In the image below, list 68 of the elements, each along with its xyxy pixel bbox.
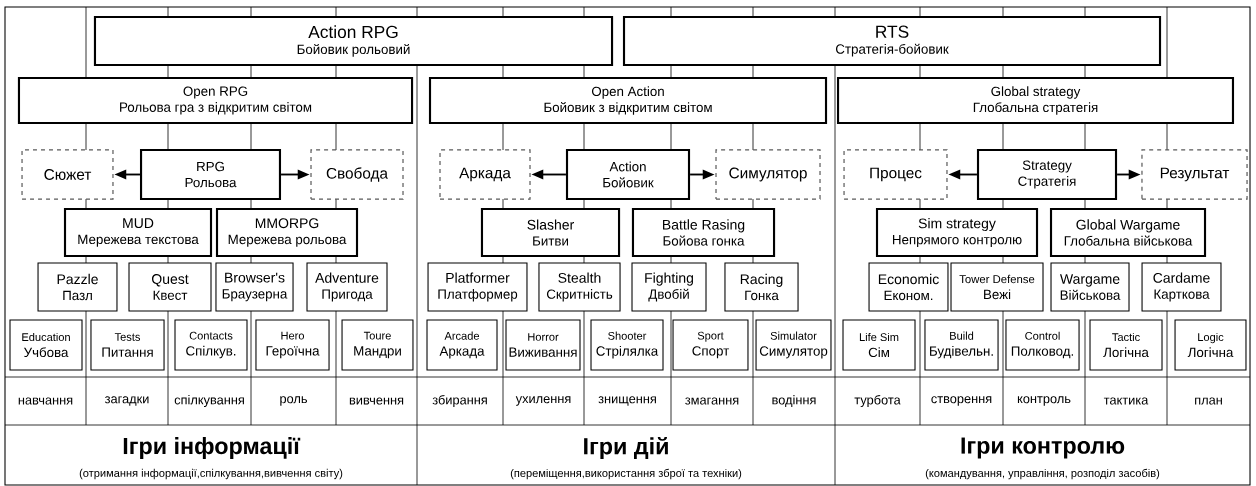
genre-box: Sport Спорт xyxy=(672,319,749,371)
genre-box: Toure Мандри xyxy=(341,319,414,371)
dashed-box: Сюжет xyxy=(21,149,114,200)
genre-box: Arcade Аркада xyxy=(426,319,498,371)
dashed-box: Процес xyxy=(843,149,948,200)
category-box: Open Action Бойовик з відкритим світом xyxy=(428,76,828,125)
dashed-box: Аркада xyxy=(439,149,531,200)
genre-box: Simulator Симулятор xyxy=(755,319,832,371)
section-subtitle: (отримання інформації,спілкування,вивчення світу) xyxy=(79,468,343,480)
genre-box: Quest Квест xyxy=(128,262,212,312)
genre-box: Hero Героїчна xyxy=(255,319,330,371)
keyword: створення xyxy=(931,396,992,406)
keyword: збирання xyxy=(432,395,487,408)
genre-box: Racing Гонка xyxy=(724,262,799,312)
genre-box: Strategy Стратегія xyxy=(976,148,1118,201)
section-heading: Ігри контролю xyxy=(961,437,1125,459)
genre-box: Adventure Пригода xyxy=(306,262,388,312)
section-subtitle: (командування, управління, розподіл засобів) xyxy=(925,468,1160,480)
keyword: знищення xyxy=(598,396,656,406)
genre-box: Build Будівельн. xyxy=(924,319,999,371)
section-heading: Ігри дій xyxy=(584,436,668,460)
keyword: роль xyxy=(280,396,308,406)
keyword: спілкування xyxy=(174,395,244,407)
dashed-box: Симулятор xyxy=(715,149,821,200)
genre-box: Platformer Платформер xyxy=(427,262,528,312)
keyword: водіння xyxy=(772,395,816,407)
genre-box: Pazzle Пазл xyxy=(37,262,118,312)
genre-box: Action Бойовик xyxy=(565,148,691,201)
genre-box: Browser's Браузерна xyxy=(215,262,294,312)
genre-box: MUD Мережева текстова xyxy=(63,207,213,258)
category-box: Open RPG Рольова гра з відкритим світом xyxy=(17,76,414,125)
genre-box: Stealth Скритність xyxy=(538,262,621,312)
genre-box: Battle Rasing Бойова гонка xyxy=(631,207,776,258)
genre-box: Sim strategy Непрямого контролю xyxy=(875,207,1039,258)
category-box: Action RPG Бойовик рольовий xyxy=(93,15,614,67)
dashed-box: Результат xyxy=(1141,149,1248,200)
category-box: RTS Стратегія-бойовик xyxy=(622,15,1162,67)
genre-box: Global Wargame Глобальна військова xyxy=(1049,207,1207,258)
genre-box: Fighting Двобій xyxy=(631,262,707,312)
genre-box: Slasher Битви xyxy=(480,207,621,258)
genre-box: Tactic Логічна xyxy=(1089,319,1163,371)
genre-box: Tower Defense Вежі xyxy=(950,262,1044,312)
keyword: ухилення xyxy=(515,396,571,406)
genre-box: Horror Виживання xyxy=(505,319,581,371)
section-heading: Ігри інформації xyxy=(123,437,301,459)
genre-box: Education Учбова xyxy=(9,319,83,371)
genre-box: MMORPG Мережева рольова xyxy=(215,207,359,258)
genre-box: Contacts Спілкув. xyxy=(174,319,248,371)
keyword: загадки xyxy=(104,396,149,406)
keyword: вивчення xyxy=(349,397,404,405)
keyword: турбота xyxy=(854,395,901,408)
genre-box: Wargame Військова xyxy=(1050,262,1130,312)
dashed-box: Свобода xyxy=(310,149,404,200)
section-subtitle: (переміщення,використання зброї та техніки) xyxy=(510,468,742,480)
genre-box: Logic Логічна xyxy=(1174,319,1247,371)
keyword: тактика xyxy=(1103,397,1149,405)
keyword: план xyxy=(1195,397,1222,405)
genre-box: Tests Питання xyxy=(90,319,165,371)
genre-box: Cardame Карткова xyxy=(1141,262,1222,312)
keyword: навчання xyxy=(18,397,73,405)
category-box: Global strategy Глобальна стратегія xyxy=(836,76,1235,125)
genre-box: Life Sim Сім xyxy=(842,319,916,371)
keyword: контроль xyxy=(1017,396,1071,406)
genre-box: RPG Рольова xyxy=(139,148,282,201)
genre-box: Control Полковод. xyxy=(1005,319,1080,371)
keyword: змагання xyxy=(685,397,739,405)
genre-box: Economic Економ. xyxy=(868,262,949,312)
genre-box: Shooter Стрілялка xyxy=(590,319,664,371)
